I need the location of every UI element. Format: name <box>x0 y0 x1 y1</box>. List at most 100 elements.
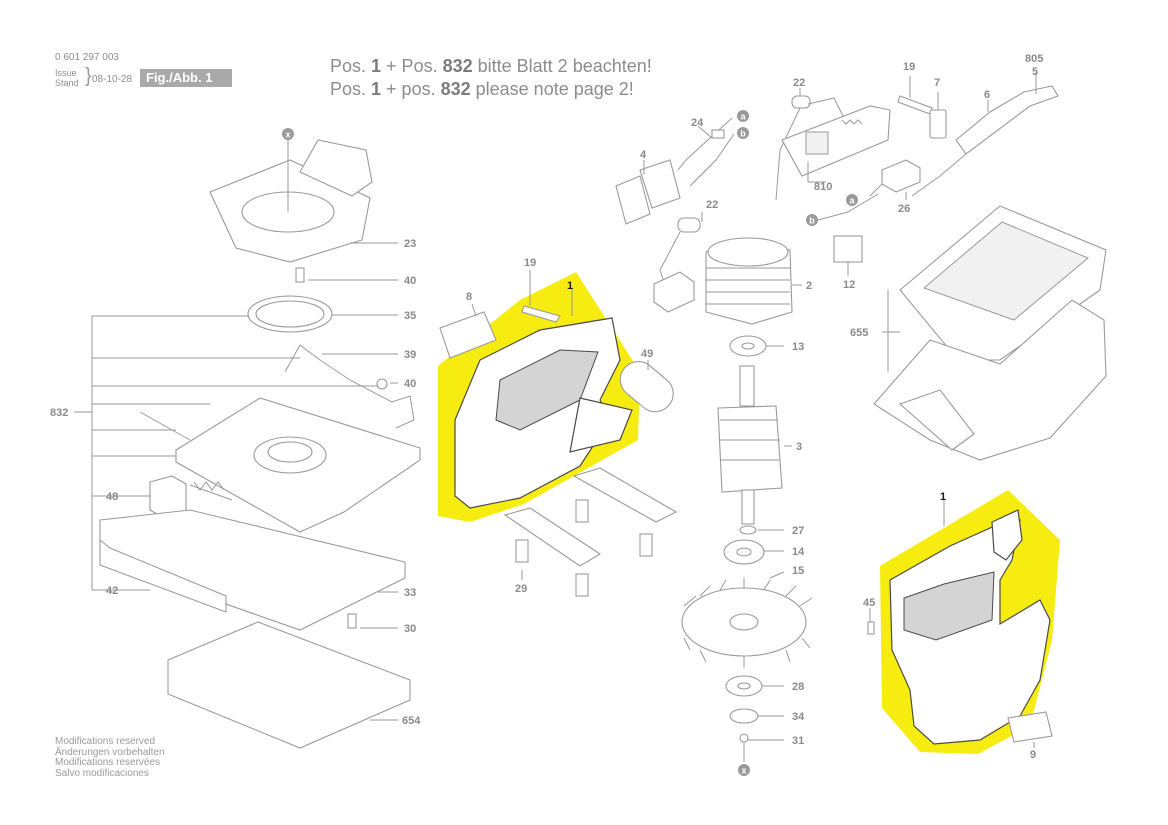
label-28: 28 <box>792 681 804 693</box>
label-12: 12 <box>843 279 855 291</box>
label-40b: 40 <box>404 378 416 390</box>
note-de-pre: Pos. <box>330 56 372 76</box>
label-15: 15 <box>792 565 804 577</box>
note-de-mid: + Pos. <box>381 56 443 76</box>
label-5: 5 <box>1032 66 1038 78</box>
part-27-circlip <box>739 525 784 535</box>
label-27: 27 <box>792 525 804 537</box>
footer-disclaimer: Modifications reserved Änderungen vorbeh… <box>55 736 165 779</box>
footer-line-4: Salvo modificaciones <box>55 767 149 779</box>
note-english: Pos. 1 + pos. 832 please note page 2! <box>330 79 634 100</box>
label-49: 49 <box>641 348 653 360</box>
part-22-capacitor-low <box>659 212 703 283</box>
part-49-seal <box>619 360 674 413</box>
label-654: 654 <box>402 715 421 727</box>
label-22a: 22 <box>793 77 805 89</box>
part-31-screw <box>739 733 784 762</box>
bracket-832 <box>74 315 378 591</box>
issue-date: 08-10-28 <box>92 74 133 85</box>
callout-x-top <box>282 128 294 140</box>
issue-label: Issue <box>55 68 77 78</box>
callout-b-1-text: b <box>740 129 746 139</box>
part-26-terminal <box>869 159 921 200</box>
issue-stand-label: Issue Stand <box>55 68 79 88</box>
label-33: 33 <box>404 587 416 599</box>
label-832: 832 <box>50 407 68 419</box>
part-14-bearing <box>723 539 784 565</box>
label-7: 7 <box>934 77 940 89</box>
callout-b-2 <box>806 214 818 226</box>
label-805: 805 <box>1025 53 1043 65</box>
part-28-bearing <box>725 675 784 697</box>
wire-b2 <box>817 193 879 221</box>
label-39: 39 <box>404 349 416 361</box>
label-6: 6 <box>984 89 990 101</box>
part-655-cover <box>873 205 1107 461</box>
part-30-screw <box>347 613 398 629</box>
part-7-clamp <box>929 92 947 139</box>
part-6-cable <box>911 72 1059 197</box>
note-de-pos-b: 832 <box>442 56 473 76</box>
part-1-housing-assembled <box>889 500 1051 745</box>
note-en-pos-a: 1 <box>371 79 382 99</box>
note-en-pos-b: 832 <box>440 79 471 99</box>
callout-b-2-text: b <box>809 216 815 226</box>
label-31: 31 <box>792 735 804 747</box>
label-35: 35 <box>404 310 416 322</box>
callout-x-bottom <box>738 764 750 776</box>
part-40-screw-top <box>295 267 398 283</box>
part-39-wire-spring <box>284 344 415 429</box>
part-810-electronic-module <box>781 105 891 183</box>
label-1a: 1 <box>567 280 573 292</box>
footer-line-1: Modifications reserved <box>55 736 156 747</box>
note-german: Pos. 1 + Pos. 832 bitte Blatt 2 beachten… <box>330 56 652 77</box>
part-9-plate <box>1007 711 1053 748</box>
part-22-capacitor-top <box>775 88 851 201</box>
part-2-stator <box>705 237 802 325</box>
part-number: 0 601 297 003 <box>55 52 119 63</box>
label-29: 29 <box>515 583 527 595</box>
label-14: 14 <box>792 546 805 558</box>
part-8-label-plate <box>439 303 497 359</box>
part-19-screw-right <box>897 76 933 115</box>
label-34: 34 <box>792 711 805 723</box>
label-19a: 19 <box>524 257 536 269</box>
part-4-switch <box>615 159 681 225</box>
label-9: 9 <box>1030 749 1036 761</box>
part-12-suppressor <box>833 235 863 276</box>
callout-a-1 <box>737 110 749 122</box>
note-en-pre: Pos. <box>330 79 372 99</box>
part-40-screw-mid <box>376 378 398 390</box>
part-34-eccentric <box>729 708 784 724</box>
label-4: 4 <box>640 149 647 161</box>
label-19b: 19 <box>903 61 915 73</box>
part-13-bearing <box>729 335 784 357</box>
stand-label: Stand <box>55 78 79 88</box>
label-810: 810 <box>814 181 832 193</box>
callout-a-2 <box>846 194 858 206</box>
label-2: 2 <box>806 280 812 292</box>
callout-x-bottom-text: x <box>741 766 746 776</box>
label-22b: 22 <box>706 199 718 211</box>
note-en-post: please note page 2! <box>470 79 634 99</box>
part-19-screw-left <box>521 270 561 323</box>
footer-line-2: Änderungen vorbehalten <box>55 746 165 758</box>
part-33-sanding-plate <box>99 509 406 631</box>
footer-line-3: Modifications reservées <box>55 757 161 768</box>
label-3: 3 <box>796 441 802 453</box>
part-15-fan <box>681 571 813 668</box>
figure-badge: Fig./Abb. 1 <box>140 69 232 87</box>
callout-b-1 <box>737 127 749 139</box>
note-de-pos-a: 1 <box>371 56 382 76</box>
part-3-rotor <box>717 365 792 525</box>
part-35-ring <box>247 295 398 333</box>
part-plate-assembly <box>139 397 422 533</box>
label-40a: 40 <box>404 275 416 287</box>
label-26: 26 <box>898 203 910 215</box>
callout-a-2-text: a <box>849 196 855 206</box>
label-13: 13 <box>792 341 804 353</box>
label-48: 48 <box>106 491 118 503</box>
part-1-housing-half <box>454 288 633 509</box>
label-30: 30 <box>404 623 416 635</box>
